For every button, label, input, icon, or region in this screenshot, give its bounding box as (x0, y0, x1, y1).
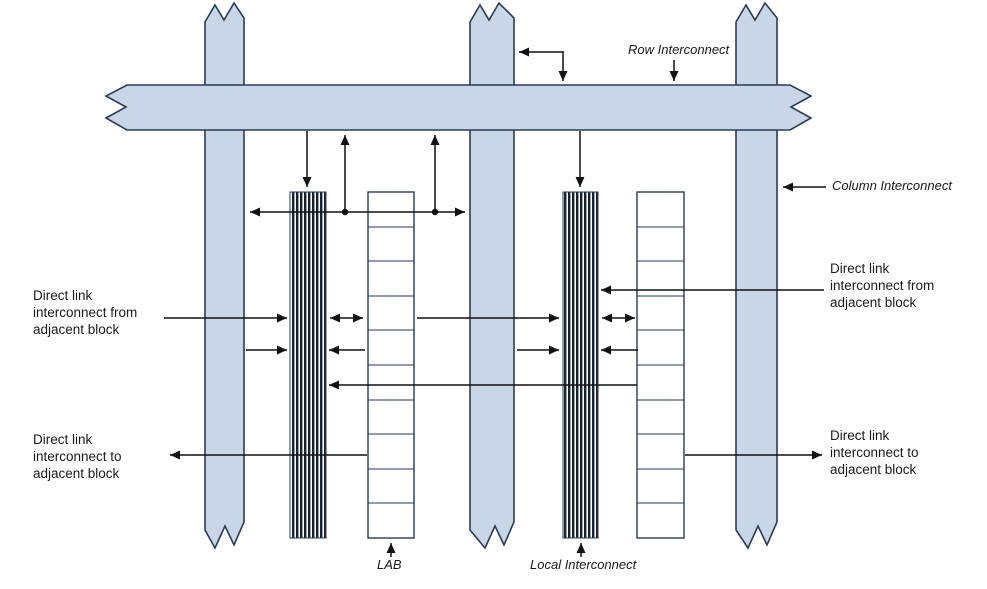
local-interconnect-blocks (289, 191, 599, 539)
local-interconnect-label: Local Interconnect (530, 557, 637, 572)
lab-label: LAB (377, 557, 402, 572)
local-interconnect-block-right (562, 191, 599, 539)
direct-link-to-right-label: Direct link interconnect to adjacent blo… (830, 428, 919, 478)
column-interconnect-band-right (735, 1, 778, 550)
direct-link-to-left-label: Direct link interconnect to adjacent blo… (33, 432, 122, 482)
column-to-row-connection (519, 47, 568, 81)
local-interconnect-block-left (289, 191, 327, 539)
direct-link-from-right-label: Direct link interconnect from adjacent b… (830, 261, 935, 311)
direct-link-from-left-label: Direct link interconnect from adjacent b… (33, 288, 138, 338)
row-interconnect-band (104, 84, 813, 131)
lab-block-right (636, 191, 685, 539)
lab-to-row-column-arrows (250, 135, 465, 217)
column-interconnect-label: Column Interconnect (832, 178, 952, 193)
lab-block-left (367, 191, 415, 539)
column-interconnect-bands (204, 1, 778, 550)
lab-left-row-dividers (368, 226, 414, 504)
column-interconnect-band-middle (469, 1, 515, 550)
column-interconnect-band-left (204, 1, 245, 550)
interconnect-arrows (164, 47, 826, 557)
row-interconnect-label: Row Interconnect (628, 42, 730, 57)
lab-right-row-dividers (637, 226, 684, 504)
